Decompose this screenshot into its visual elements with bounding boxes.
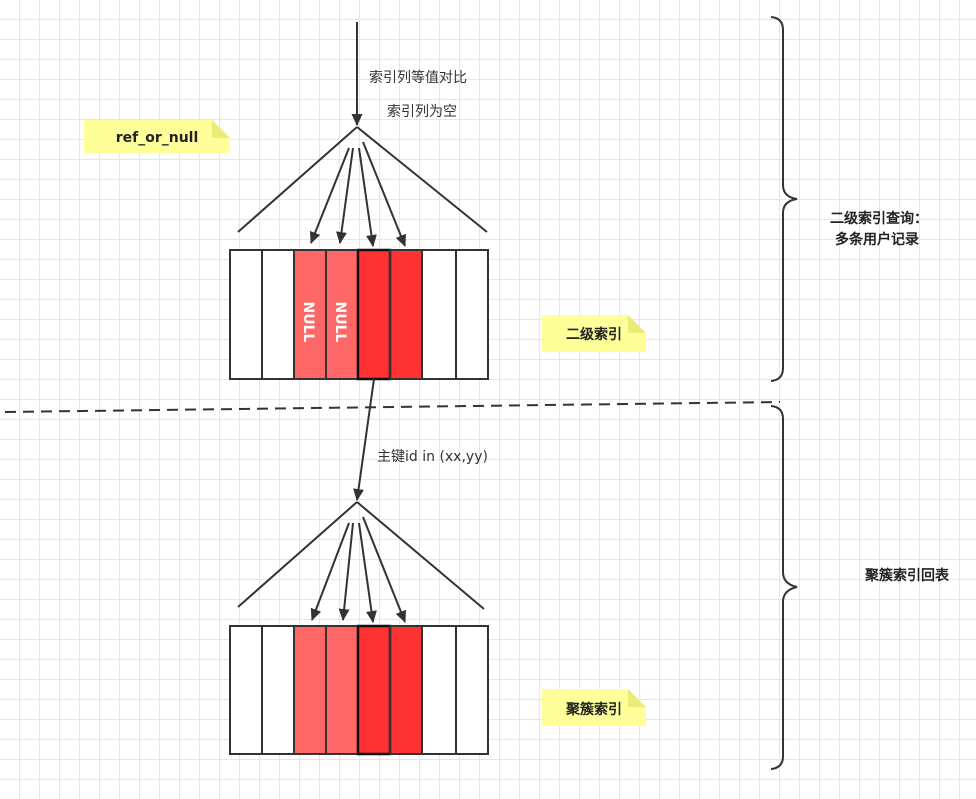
note-secondary-index: 二级索引 [542,315,646,352]
index-cell [262,626,294,754]
condition-null-label: 索引列为空 [387,103,457,120]
bottom-fan-lines [237,501,485,610]
note-ref-or-null-text: ref_or_null [116,130,199,146]
clustered-index-block [229,624,489,756]
matched-cell [390,250,422,379]
matched-cell [358,626,390,754]
index-cell [230,250,262,379]
matched-cell [390,626,422,754]
section-divider [4,401,781,413]
cluster-lookup-brace [770,405,798,770]
null-cell [326,250,358,379]
index-cell [422,250,456,379]
top-inner-arrows [309,141,406,247]
record-cell [326,626,358,754]
note-ref-or-null: ref_or_null [84,120,230,153]
secondary-query-label-line1: 二级索引查询： [830,210,928,227]
pk-lookup-label: 主键id in (xx,yy) [377,449,488,465]
condition-equal-label: 索引列等值对比 [369,69,467,86]
note-clustered-index-text: 聚簇索引 [565,701,622,718]
null-value-label: NULL [332,302,348,343]
index-cell [456,250,488,379]
index-cell [230,626,262,754]
secondary-index-block [229,248,489,381]
bottom-inner-arrows [310,516,407,623]
matched-cell [358,250,390,379]
secondary-query-label-line2: 多条用户记录 [835,231,919,248]
top-fan-lines [237,126,488,233]
secondary-query-brace [770,16,798,382]
null-cell [294,250,326,379]
note-clustered-index: 聚簇索引 [542,689,646,726]
index-cell [456,626,488,754]
index-cell [262,250,294,379]
cluster-lookup-label: 聚簇索引回表 [864,567,950,584]
record-cell [294,626,326,754]
index-cell [422,626,456,754]
null-value-label: NULL [300,302,316,343]
note-secondary-index-text: 二级索引 [566,326,622,343]
pk-lookup-arrow [353,378,375,501]
